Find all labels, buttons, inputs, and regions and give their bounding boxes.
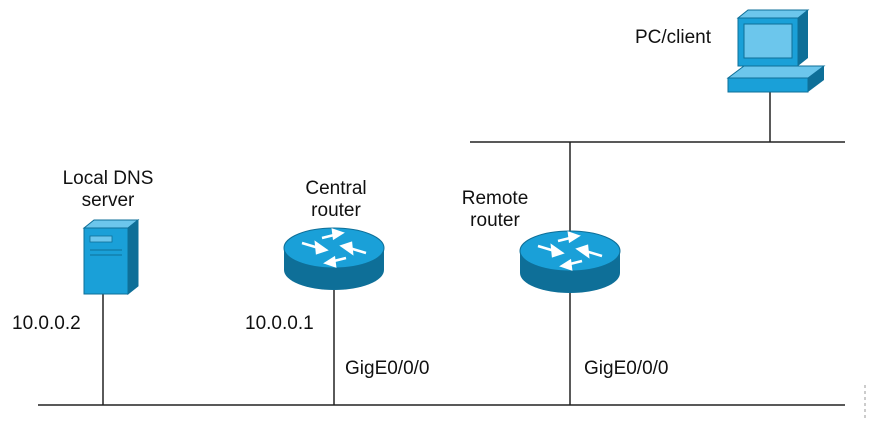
dns-ip-label: 10.0.0.2 <box>12 313 81 334</box>
remote-router-icon <box>519 230 621 293</box>
central-router-interface-label: GigE0/0/0 <box>345 358 430 379</box>
central-router-label: Central router <box>305 178 367 221</box>
dns-server-label: Local DNS server <box>62 168 154 211</box>
remote-router-label: Remote router <box>461 188 529 231</box>
pc-client-label: PC/client <box>635 27 712 48</box>
pc-client-icon <box>726 9 826 93</box>
dns-server-icon <box>82 218 140 296</box>
central-router-icon <box>283 227 385 290</box>
central-router-ip-label: 10.0.0.1 <box>245 313 314 334</box>
remote-router-interface-label: GigE0/0/0 <box>584 358 669 379</box>
